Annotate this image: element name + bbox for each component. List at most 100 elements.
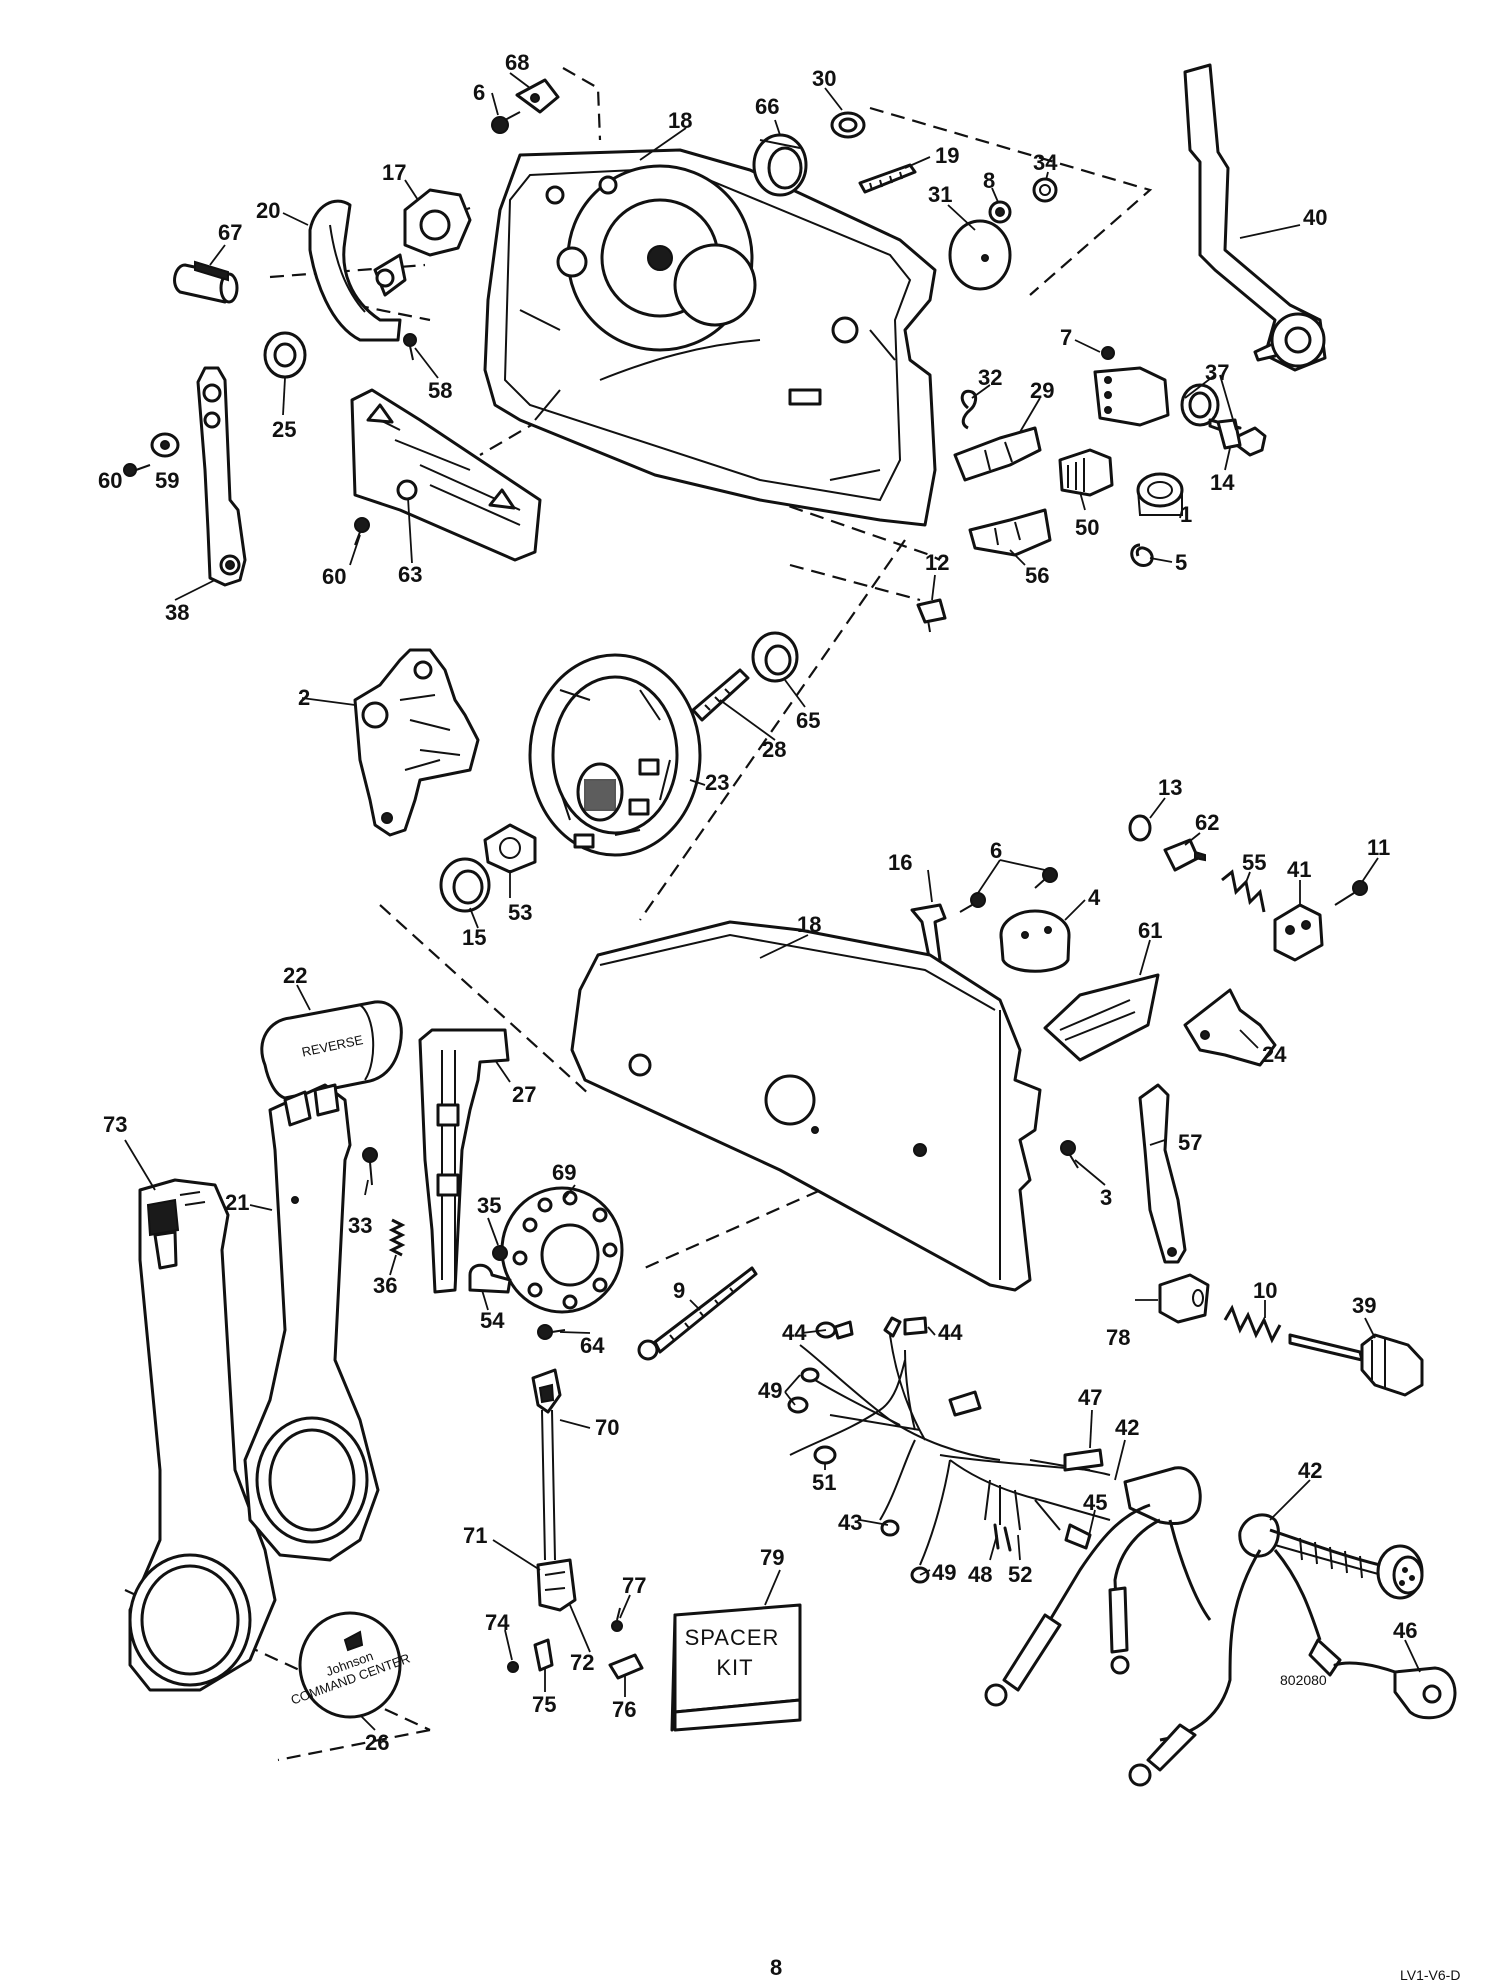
part-6-screws-mid — [959, 867, 1058, 913]
part-34-nut — [1032, 177, 1058, 203]
callout-35: 35 — [477, 1193, 501, 1218]
page-number: 8 — [770, 1955, 782, 1980]
part-2-shift-lever-plate — [353, 648, 480, 837]
callout-30: 30 — [812, 66, 836, 91]
callout-60: 60 — [98, 468, 122, 493]
part-10-spring — [1223, 1304, 1282, 1344]
callout-46: 46 — [1393, 1618, 1417, 1643]
callout-36: 36 — [373, 1273, 397, 1298]
part-26-logo-cap: Johnson COMMAND CENTER — [289, 1611, 412, 1719]
callout-56: 56 — [1025, 563, 1049, 588]
part-53-washer — [483, 823, 537, 874]
callout-8: 8 — [983, 168, 995, 193]
callout-67: 67 — [218, 220, 242, 245]
callout-65: 65 — [796, 708, 820, 733]
part-63-warning-decal — [350, 388, 542, 562]
callout-31: 31 — [928, 182, 952, 207]
callout-29: 29 — [1030, 378, 1054, 403]
callout-23: 23 — [705, 770, 729, 795]
leader-lines — [124, 72, 1421, 1731]
callout-44: 44 — [938, 1320, 963, 1345]
part-40-throttle-lever — [1183, 63, 1327, 372]
callout-49: 49 — [758, 1378, 782, 1403]
callout-21: 21 — [225, 1190, 249, 1215]
part-42-main-harness — [984, 1466, 1457, 1787]
callout-54: 54 — [480, 1308, 505, 1333]
part-14-key-cap — [1216, 418, 1242, 450]
callout-3: 3 — [1100, 1185, 1112, 1210]
callout-41: 41 — [1287, 857, 1311, 882]
part-3-screw — [1060, 1140, 1079, 1169]
callout-51: 51 — [812, 1470, 836, 1495]
callout-38: 38 — [165, 600, 189, 625]
part-9-long-bolt — [637, 1266, 758, 1361]
part-7-screw — [1101, 346, 1115, 360]
callout-34: 34 — [1033, 150, 1058, 175]
callout-52: 52 — [1008, 1562, 1032, 1587]
part-76-clip — [608, 1653, 644, 1680]
part-21-control-handle — [243, 1083, 380, 1562]
callout-12: 12 — [925, 550, 949, 575]
wiring-harness — [787, 1316, 1111, 1584]
part-71-connector — [536, 1558, 577, 1612]
part-59-washer — [150, 432, 180, 458]
callout-42: 42 — [1298, 1458, 1322, 1483]
part-38-link-arm — [196, 366, 247, 587]
callout-24: 24 — [1262, 1042, 1287, 1067]
part-50-barrel — [1058, 448, 1114, 497]
part-13-pin — [1128, 814, 1152, 842]
part-8-nut — [988, 200, 1012, 224]
callout-5: 5 — [1175, 550, 1187, 575]
callout-16: 16 — [888, 850, 912, 875]
part-60-screw-lower — [354, 517, 370, 546]
part-54-clamp — [468, 1263, 512, 1294]
callout-18: 18 — [797, 912, 821, 937]
callout-10: 10 — [1253, 1278, 1277, 1303]
part-78-block — [1158, 1273, 1210, 1324]
callout-69: 69 — [552, 1160, 576, 1185]
part-30-bushing — [830, 111, 866, 139]
callout-17: 17 — [382, 160, 406, 185]
part-69-detent-wheel — [500, 1186, 624, 1314]
callout-62: 62 — [1195, 810, 1219, 835]
callout-64: 64 — [580, 1333, 605, 1358]
callout-78: 78 — [1106, 1325, 1130, 1350]
part-67-roller — [173, 260, 239, 304]
callout-55: 55 — [1242, 850, 1266, 875]
part-39-adjustment-knob — [1288, 1333, 1424, 1397]
callout-19: 19 — [935, 143, 959, 168]
callout-33: 33 — [348, 1213, 372, 1238]
callout-11: 11 — [1367, 835, 1390, 860]
part-73-control-handle — [128, 1178, 277, 1692]
callout-42: 42 — [1115, 1415, 1139, 1440]
callout-25: 25 — [272, 417, 296, 442]
callout-4: 4 — [1088, 885, 1101, 910]
part-25-washer — [263, 331, 307, 379]
part-22-reverse-button: REVERSE — [260, 1000, 403, 1100]
part-61-decal — [1043, 973, 1160, 1062]
part-35-screw — [492, 1245, 508, 1261]
corner-code: LV1-V6-D — [1400, 1967, 1460, 1983]
part-16-bracket — [910, 903, 947, 964]
callout-numbers: 68 6 30 18 66 19 8 34 31 40 17 20 67 7 3… — [98, 50, 1417, 1755]
part-31-disc — [948, 219, 1012, 291]
callout-68: 68 — [505, 50, 529, 75]
callout-73: 73 — [103, 1112, 127, 1137]
control-housing-cover — [570, 920, 1042, 1292]
callout-37: 37 — [1205, 360, 1229, 385]
part-1-sleeve — [1136, 472, 1184, 516]
callout-1: 1 — [1180, 502, 1192, 527]
part-58-screw — [403, 333, 417, 361]
part-6-screw-top — [491, 111, 521, 134]
callout-6: 6 — [473, 80, 485, 105]
callout-71: 71 — [463, 1523, 487, 1548]
callout-58: 58 — [428, 378, 452, 403]
part-75-cap — [533, 1638, 554, 1672]
callout-59: 59 — [155, 468, 179, 493]
callout-60: 60 — [322, 564, 346, 589]
callout-79: 79 — [760, 1545, 784, 1570]
part-5-spring-clip — [1130, 543, 1154, 567]
callout-6: 6 — [990, 838, 1002, 863]
callout-47: 47 — [1078, 1385, 1102, 1410]
